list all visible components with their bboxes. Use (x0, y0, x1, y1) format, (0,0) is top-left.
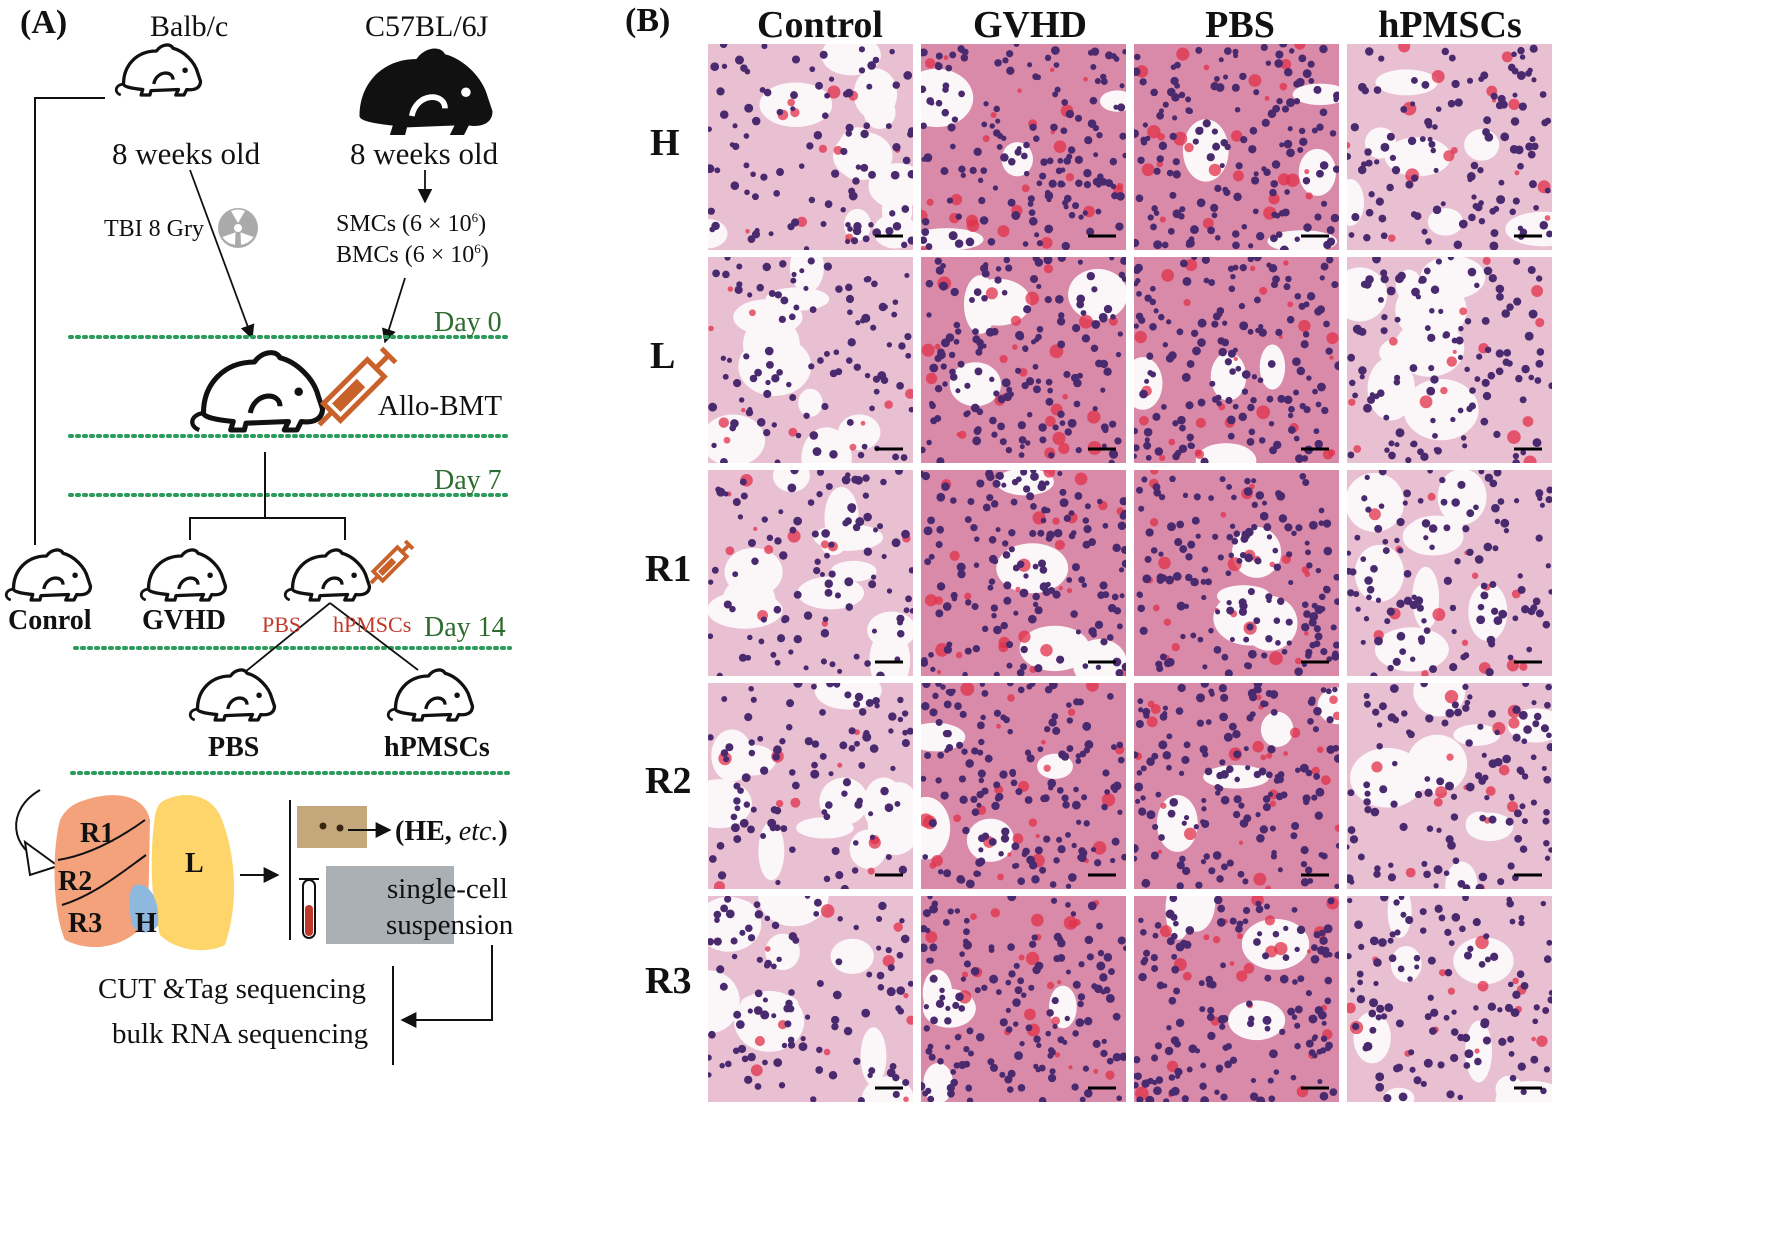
hpmscs-mouse-icon (386, 668, 475, 722)
gvhd-mouse-icon (139, 548, 228, 602)
row-header-r2: R2 (645, 760, 692, 802)
histology-image-l-pbs (1134, 257, 1339, 463)
syringe-small-icon (369, 539, 415, 585)
column-header-hpmscs: hPMSCs (1378, 4, 1522, 46)
test-tube-icon (299, 878, 319, 939)
lung-region-r3: R3 (68, 908, 103, 939)
row-header-l: L (650, 335, 676, 377)
histology-image-r1-control (708, 470, 913, 676)
day-7-label: Day 7 (434, 465, 502, 496)
tissue-section-image (297, 806, 367, 848)
tbi-label: TBI 8 Gry (104, 216, 204, 242)
radiation-icon (218, 208, 258, 248)
histology-image-r2-hpmscs (1347, 683, 1552, 889)
histology-image-l-control (708, 257, 913, 463)
row-header-r3: R3 (645, 960, 692, 1002)
row-header-h: H (650, 122, 680, 164)
schematic-graphics (4, 43, 512, 1065)
control-mouse-icon (4, 548, 93, 602)
column-header-gvhd: GVHD (973, 4, 1087, 46)
pbs-mouse-icon (188, 668, 277, 722)
donor-left-age: 8 weeks old (112, 136, 261, 171)
group-gvhd-label: GVHD (142, 605, 226, 636)
day-0-label: Day 0 (434, 307, 502, 338)
group-control-label: Conrol (8, 605, 92, 636)
panel-b-label: (B) (625, 2, 671, 39)
he-label: (HE, etc.) (395, 816, 508, 847)
c57-mouse-icon (359, 48, 493, 135)
donor-right-strain: C57BL/6J (365, 10, 489, 43)
day-14-label: Day 14 (424, 612, 506, 643)
lung-region-r1: R1 (80, 818, 115, 849)
group-hpmscs-label: hPMSCs (384, 732, 490, 763)
allo-bmt-label: Allo-BMT (378, 390, 503, 422)
donor-right-age: 8 weeks old (350, 136, 499, 171)
column-header-pbs: PBS (1205, 4, 1275, 46)
group-pbs-label: PBS (208, 732, 260, 763)
histology-image-r2-gvhd (921, 683, 1126, 889)
cut-tag-label: CUT &Tag sequencing (98, 973, 367, 1005)
lung-region-h: H (135, 908, 157, 939)
histology-image-h-gvhd (921, 44, 1126, 250)
injection-pbs-label: PBS (262, 612, 302, 637)
histology-image-h-control (708, 44, 913, 250)
timeline-lines (68, 335, 512, 775)
histology-image-r3-gvhd (921, 896, 1126, 1102)
panel-b-histology: (B) Control GVHD PBS hPMSCs H L R1 R2 R3 (625, 0, 1772, 1250)
panel-a-schematic: (A) Balb/c C57BL/6J 8 weeks old 8 weeks … (0, 0, 700, 1250)
donor-left-strain: Balb/c (150, 10, 229, 43)
histology-image-r3-pbs (1134, 896, 1339, 1102)
histology-image-r1-hpmscs (1347, 470, 1552, 676)
bulk-rna-label: bulk RNA sequencing (112, 1018, 369, 1050)
histology-image-r3-hpmscs (1347, 896, 1552, 1102)
histology-image-h-pbs (1134, 44, 1339, 250)
histology-image-r1-gvhd (921, 470, 1126, 676)
lung-region-r2: R2 (58, 866, 93, 897)
histology-image-h-hpmscs (1347, 44, 1552, 250)
single-cell-label-1: single-cell (387, 873, 508, 905)
single-cell-label-2: suspension (386, 909, 514, 941)
lung-diagram (54, 795, 235, 951)
balbc-mouse-icon (114, 43, 203, 97)
injection-hpmscs-label: hPMSCs (333, 612, 412, 637)
histology-image-r3-control (708, 896, 913, 1102)
histology-image-l-gvhd (921, 257, 1126, 463)
panel-a-label: (A) (20, 4, 68, 41)
treated-mouse-icon (283, 548, 372, 602)
recipient-mouse-icon (192, 353, 322, 430)
histology-image-r2-control (708, 683, 913, 889)
bmc-label: BMCs (6 × 106) (336, 241, 489, 268)
row-header-r1: R1 (645, 548, 692, 590)
histology-image-r2-pbs (1134, 683, 1339, 889)
column-header-control: Control (757, 4, 883, 46)
smc-label: SMCs (6 × 106) (336, 210, 487, 237)
histology-image-r1-pbs (1134, 470, 1339, 676)
cell-suspension-image (326, 866, 454, 944)
histology-image-l-hpmscs (1347, 257, 1552, 463)
syringe-icon (317, 346, 398, 427)
lung-region-l: L (185, 848, 204, 879)
